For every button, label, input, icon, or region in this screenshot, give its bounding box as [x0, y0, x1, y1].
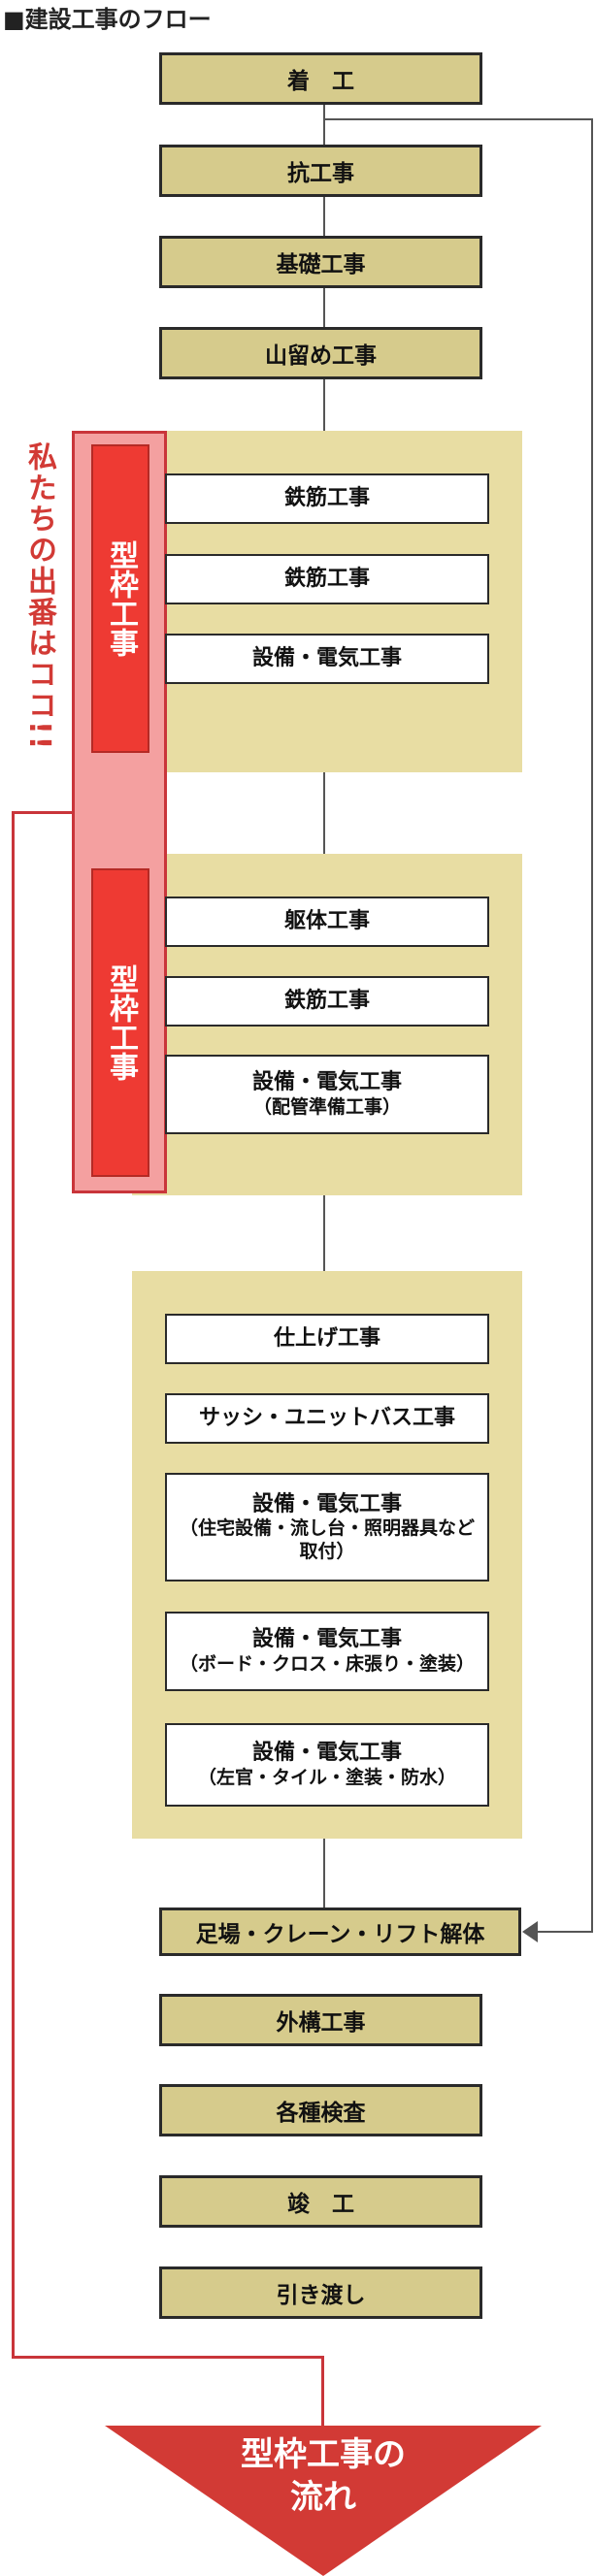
red-guide-line-h1	[12, 811, 74, 814]
group3-step-4: 設備・電気工事 （ボード・クロス・床張り・塗装）	[165, 1612, 489, 1691]
page-title: ■建設工事のフロー	[3, 6, 212, 33]
step-exterior: 外構工事	[159, 1994, 482, 2046]
step-foundation: 基礎工事	[159, 236, 482, 288]
group2-step-2: 鉄筋工事	[165, 976, 489, 1027]
side-note: 私たちの出番はココ!!	[22, 441, 56, 752]
kata-label-1: 型枠工事	[91, 444, 149, 753]
step-handover: 引き渡し	[159, 2266, 482, 2319]
step-earth-retaining: 山留め工事	[159, 327, 482, 379]
bypass-arrow-head-icon	[522, 1921, 538, 1942]
bypass-line-top	[323, 118, 593, 120]
group3-step-1: 仕上げ工事	[165, 1314, 489, 1364]
step-completion: 竣 工	[159, 2175, 482, 2228]
red-guide-line-v2	[321, 2356, 324, 2428]
flow-arrow-icon	[105, 2426, 542, 2576]
group1-step-3: 設備・電気工事	[165, 634, 489, 684]
group1-step-1: 鉄筋工事	[165, 473, 489, 524]
group3-step-3: 設備・電気工事 （住宅設備・流し台・照明器具など 取付）	[165, 1473, 489, 1581]
group3-step-5: 設備・電気工事 （左官・タイル・塗装・防水）	[165, 1723, 489, 1807]
red-guide-line-h2	[12, 2356, 324, 2359]
step-pile-work: 抗工事	[159, 145, 482, 197]
flow-arrow-text: 型枠工事の 流れ	[241, 2435, 406, 2517]
step-start: 着 工	[159, 52, 482, 105]
step-scaffold-dismantle: 足場・クレーン・リフト解体	[159, 1908, 521, 1956]
red-guide-line-v	[12, 811, 15, 2358]
kata-label-2: 型枠工事	[91, 868, 149, 1177]
group2-step-1: 躯体工事	[165, 897, 489, 947]
group3-step-2: サッシ・ユニットバス工事	[165, 1393, 489, 1444]
step-inspection: 各種検査	[159, 2084, 482, 2136]
group2-step-3: 設備・電気工事 （配管準備工事）	[165, 1055, 489, 1134]
group1-step-2: 鉄筋工事	[165, 554, 489, 604]
bypass-line-right	[591, 118, 593, 1933]
bypass-line-bottom	[534, 1931, 593, 1933]
